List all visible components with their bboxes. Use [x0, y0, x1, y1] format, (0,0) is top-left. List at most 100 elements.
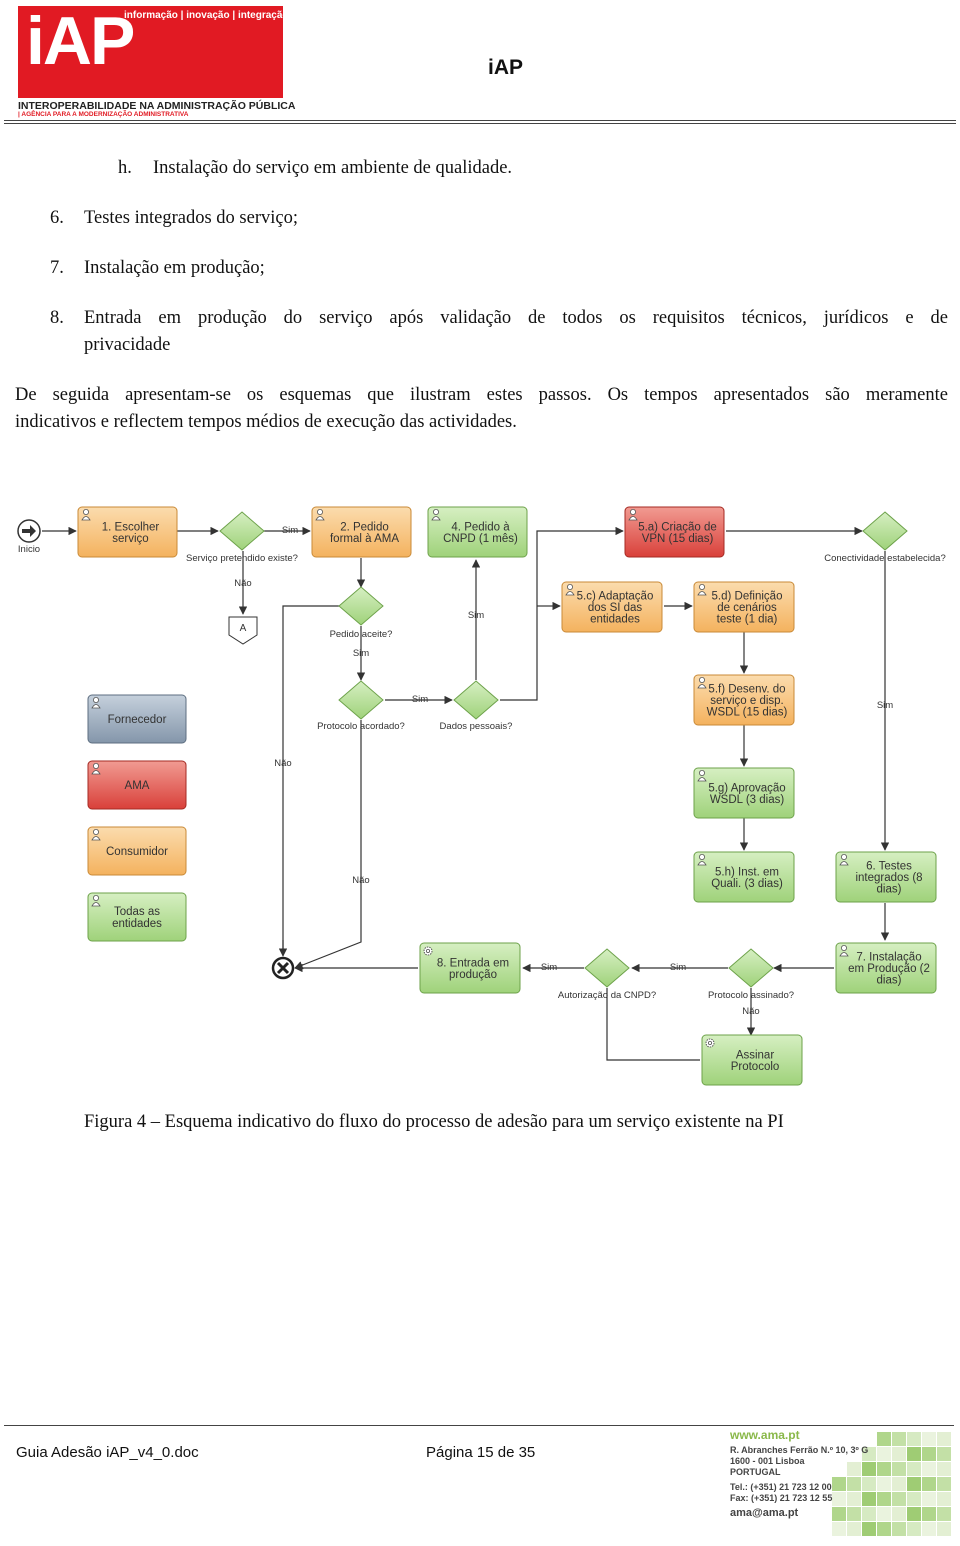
- gateway-label: Serviço pretendido existe?: [186, 553, 298, 564]
- flow-arrow: [294, 720, 362, 970]
- address-line: 1600 - 001 Lisboa: [730, 1456, 805, 1466]
- mosaic-tile: [922, 1522, 936, 1536]
- mosaic-tile: [922, 1432, 936, 1446]
- legend-item: AMA: [87, 760, 187, 810]
- person-icon: [431, 508, 441, 521]
- flow-arrow: [500, 526, 624, 701]
- mosaic-tile: [877, 1522, 891, 1536]
- start-event: Inicio: [17, 519, 41, 555]
- person-icon: [839, 854, 849, 866]
- flow-label-sim: Sim: [541, 962, 557, 973]
- mosaic-tile: [877, 1447, 891, 1461]
- mosaic-tile: [922, 1477, 936, 1491]
- footer-email[interactable]: ama@ama.pt: [730, 1507, 799, 1519]
- mosaic-tile: [907, 1522, 921, 1536]
- task-label: entidades: [590, 614, 640, 626]
- flow-label-nao: Não: [234, 578, 251, 589]
- list-item: Instalação em produção;: [84, 258, 265, 278]
- mosaic-tile: [862, 1492, 876, 1506]
- offpage-label: A: [240, 623, 247, 634]
- task-label: CNPD (1 mês): [443, 533, 518, 545]
- list-marker: h.: [118, 158, 132, 178]
- mosaic-tile: [862, 1522, 876, 1536]
- gateway-label: Conectividade estabelecida?: [824, 553, 945, 564]
- mosaic-tile: [892, 1507, 906, 1521]
- mosaic-tile: [892, 1522, 906, 1536]
- footer-website[interactable]: www.ama.pt: [730, 1428, 800, 1442]
- gateway-g7: Protocolo assinado?: [708, 948, 794, 1001]
- gear-icon: [705, 1038, 715, 1048]
- gateway-g3: Protocolo acordado?: [317, 680, 405, 732]
- flow-label-nao: Não: [274, 758, 291, 769]
- flow-line: [606, 988, 700, 1061]
- list-item: Testes integrados do serviço;: [84, 208, 298, 228]
- mosaic-tile: [922, 1492, 936, 1506]
- mosaic-tile: [832, 1522, 846, 1536]
- fax-line: Fax: (+351) 21 723 12 55: [730, 1493, 833, 1503]
- legend-item: Fornecedor: [87, 694, 187, 744]
- flow-line: [282, 605, 340, 955]
- footer-doc-name: Guia Adesão iAP_v4_0.doc: [16, 1444, 199, 1461]
- footer-page-number: Página 15 de 35: [426, 1444, 536, 1461]
- gateway-g4: Dados pessoais?: [440, 680, 513, 732]
- person-icon: [628, 508, 638, 521]
- task-label: Protocolo: [731, 1061, 780, 1073]
- mosaic-tile: [892, 1447, 906, 1461]
- mosaic-tile: [907, 1447, 921, 1461]
- task-label: 5.g) Aprovação: [708, 782, 785, 794]
- person-icon: [91, 829, 101, 841]
- task-label: 1. Escolher: [102, 521, 160, 533]
- task-label: produção: [449, 969, 497, 981]
- mosaic-tile: [877, 1507, 891, 1521]
- logo-text: iAP: [26, 3, 135, 79]
- mosaic-tile: [862, 1462, 876, 1476]
- mosaic-tile: [892, 1432, 906, 1446]
- gateway-label: Dados pessoais?: [440, 721, 513, 732]
- mosaic-tile: [847, 1507, 861, 1521]
- task-label: integrados (8: [855, 872, 922, 884]
- mosaic-tile: [907, 1492, 921, 1506]
- flow-label-sim: Sim: [670, 962, 686, 973]
- task-label: formal à AMA: [330, 533, 399, 545]
- footer-mosaic-graphic: [832, 1432, 951, 1536]
- legend-label: entidades: [112, 918, 162, 930]
- gear-icon: [423, 946, 433, 956]
- mosaic-tile: [922, 1462, 936, 1476]
- mosaic-tile: [832, 1477, 846, 1491]
- flow-label-sim: Sim: [282, 525, 298, 536]
- task-label: 6. Testes: [866, 861, 912, 873]
- task-label: dias): [877, 975, 902, 987]
- mosaic-tile: [862, 1447, 876, 1461]
- task-label: 8. Entrada em: [437, 957, 509, 969]
- mosaic-tile: [847, 1522, 861, 1536]
- mosaic-tile: [937, 1507, 951, 1521]
- mosaic-tile: [907, 1507, 921, 1521]
- iap-logo: [18, 6, 283, 98]
- mosaic-tile: [877, 1462, 891, 1476]
- task-label: de cenários: [717, 602, 777, 614]
- task-label: 5.d) Definição: [712, 591, 783, 603]
- mosaic-tile: [847, 1492, 861, 1506]
- header-divider: [4, 120, 956, 121]
- body-paragraph-line2: indicativos e reflectem tempos médios de…: [15, 412, 517, 432]
- flow-label-nao: Não: [742, 1006, 759, 1017]
- person-icon: [91, 697, 101, 709]
- footer-address: R. Abranches Ferrão N.º 10, 3º G 1600 - …: [730, 1445, 868, 1478]
- mosaic-tile: [832, 1492, 846, 1506]
- mosaic-tile: [937, 1522, 951, 1536]
- task-label: 7. Instalação: [856, 952, 921, 964]
- legend-label: AMA: [125, 780, 150, 792]
- task-label: WSDL (15 dias): [707, 707, 788, 719]
- mosaic-tile: [937, 1432, 951, 1446]
- task-label: dos SI das: [588, 602, 643, 614]
- address-line: PORTUGAL: [730, 1467, 781, 1477]
- logo-subtitle: INTEROPERABILIDADE NA ADMINISTRAÇÃO PÚBL…: [18, 100, 296, 112]
- mosaic-tile: [862, 1477, 876, 1491]
